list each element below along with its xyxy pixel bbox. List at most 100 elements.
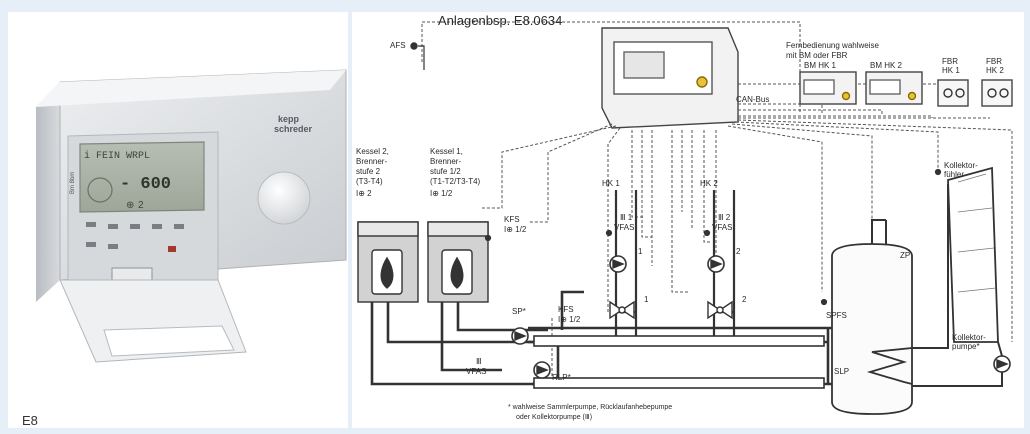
front-button[interactable] bbox=[174, 224, 184, 229]
boiler-2 bbox=[357, 221, 419, 303]
label-spfs: SPFS bbox=[826, 311, 847, 320]
label-fbr-hk2-line2: HK 2 bbox=[986, 66, 1004, 75]
label-boiler-2-line2: Brenner- bbox=[356, 157, 388, 166]
front-button[interactable] bbox=[108, 224, 118, 229]
lcd-top-text: i FEIN WRPL bbox=[84, 150, 150, 162]
schematic-drawing bbox=[357, 21, 1013, 415]
lcd-dial-ring bbox=[87, 177, 113, 203]
hydraulic-schematic-panel: Anlagenbsp. E8.0634 AFS Fernbedienung wa… bbox=[352, 12, 1024, 428]
label-kollektorpumpe-1: Kollektor- bbox=[952, 333, 986, 342]
housing-side bbox=[36, 82, 60, 302]
label-boiler-2-line1: Kessel 2, bbox=[356, 147, 389, 156]
label-boiler-2-line5: I⊕ 2 bbox=[356, 189, 372, 198]
flap-label-window bbox=[103, 325, 235, 357]
sensor-dot-icon bbox=[820, 298, 828, 306]
housing-top bbox=[36, 70, 346, 107]
sensor-dot-icon bbox=[605, 229, 613, 237]
diagram-title: Anlagenbsp. E8.0634 bbox=[438, 13, 563, 28]
figure-caption: E8 bbox=[22, 413, 38, 428]
label-kollektor-fuehler-2: fühler bbox=[944, 170, 965, 179]
heat-exchanger-coil bbox=[866, 347, 913, 385]
storage-tank bbox=[831, 219, 913, 415]
central-controller-unit bbox=[601, 27, 739, 129]
label-kfs-mid-1: KFS bbox=[558, 305, 574, 314]
outdoor-sensor-afs bbox=[410, 42, 425, 70]
remote-fbr-hk1 bbox=[937, 79, 969, 107]
housing-side-label: Bm 8bm bbox=[70, 172, 76, 194]
label-canbus: CAN-Bus bbox=[736, 95, 770, 104]
solar-collector bbox=[912, 166, 1003, 387]
label-hk1-pump-num: 1 bbox=[638, 247, 643, 256]
label-afs: AFS bbox=[390, 41, 406, 50]
front-button[interactable] bbox=[130, 224, 140, 229]
label-sp: SP* bbox=[512, 307, 526, 316]
label-hk2-vfas-1: Ⅲ 2 bbox=[718, 213, 731, 222]
front-button[interactable] bbox=[152, 224, 162, 229]
label-kfs-mid-2: I⊕ 1/2 bbox=[558, 315, 581, 324]
label-hk1: HK 1 bbox=[602, 179, 620, 188]
label-hk1-mixer-num: 1 bbox=[644, 295, 649, 304]
front-buttons bbox=[86, 222, 184, 252]
remote-fbr-hk2 bbox=[981, 79, 1013, 107]
service-indicator bbox=[168, 246, 176, 252]
lcd-symbol-number: 2 bbox=[138, 200, 144, 211]
pump-icon bbox=[533, 361, 551, 379]
label-boiler-2-line4: (T3-T4) bbox=[356, 177, 383, 186]
hydraulic-separator-top bbox=[533, 335, 825, 347]
lcd-symbol: ⊕ bbox=[126, 200, 134, 211]
label-vfas-bottom-1: Ⅲ bbox=[476, 357, 482, 366]
remote-bm-hk1 bbox=[799, 71, 857, 105]
flame-icon bbox=[450, 256, 464, 289]
label-kollektorpumpe-2: pumpe* bbox=[952, 342, 980, 351]
label-hk2-mixer-num: 2 bbox=[742, 295, 747, 304]
boiler-1 bbox=[427, 221, 489, 303]
sensor-dot-icon bbox=[703, 229, 711, 237]
label-vfas-bottom-2: VFAS bbox=[466, 367, 487, 376]
label-bm-hk1: BM HK 1 bbox=[804, 61, 837, 70]
mode-switch-window[interactable] bbox=[111, 267, 153, 281]
rotary-knob[interactable] bbox=[257, 171, 311, 225]
brand-line-1: kepp bbox=[278, 114, 300, 124]
label-hk2-pump-num: 2 bbox=[736, 247, 741, 256]
label-zp: ZP bbox=[900, 251, 911, 260]
label-boiler-1-line2: Brenner- bbox=[430, 157, 462, 166]
label-slp: SLP bbox=[834, 367, 850, 376]
front-button[interactable] bbox=[86, 222, 96, 227]
pump-icon bbox=[707, 255, 725, 273]
pump-icon bbox=[609, 255, 627, 273]
controller-photo-panel: i FEIN WRPL - 600 ⊕ 2 Bm 8bm bbox=[8, 12, 348, 428]
label-kfs-top-2: I⊕ 1/2 bbox=[504, 225, 527, 234]
front-button[interactable] bbox=[86, 242, 96, 247]
label-rlp: RLP* bbox=[552, 373, 571, 382]
label-remote-note-1: Fernbedienung wahlweise bbox=[786, 41, 879, 50]
sensor-dot-icon bbox=[934, 168, 942, 176]
pump-icon bbox=[993, 355, 1011, 373]
label-boiler-1-line5: I⊕ 1/2 bbox=[430, 189, 453, 198]
footnote-line-1: * wahlweise Sammlerpumpe, Rücklaufanhebe… bbox=[508, 404, 673, 411]
remote-bm-hk2 bbox=[865, 71, 923, 105]
hydraulic-separator-bottom bbox=[533, 377, 825, 389]
label-fbr-hk1-line1: FBR bbox=[942, 57, 958, 66]
flame-icon bbox=[380, 256, 394, 289]
status-led-icon bbox=[696, 76, 708, 88]
label-hk1-vfas-2: VFAS bbox=[614, 223, 635, 232]
label-kollektor-fuehler-1: Kollektor- bbox=[944, 161, 978, 170]
label-boiler-1-line4: (T1-T2/T3-T4) bbox=[430, 177, 481, 186]
label-hk2-vfas-2: VFAS bbox=[712, 223, 733, 232]
label-boiler-2-line3: stufe 2 bbox=[356, 167, 381, 176]
front-button[interactable] bbox=[108, 244, 118, 249]
label-kfs-top-1: KFS bbox=[504, 215, 520, 224]
footnote-line-2: oder Kollektorpumpe (Ⅲ) bbox=[516, 414, 593, 421]
label-bm-hk2: BM HK 2 bbox=[870, 61, 903, 70]
label-remote-note-2: mit BM oder FBR bbox=[786, 51, 848, 60]
pump-icon bbox=[511, 327, 529, 345]
label-hk1-vfas-1: Ⅲ 1 bbox=[620, 213, 633, 222]
label-fbr-hk1-line2: HK 1 bbox=[942, 66, 960, 75]
label-hk2: HK 2 bbox=[700, 179, 718, 188]
mixing-valve-icon bbox=[707, 300, 733, 320]
sensor-dot-icon bbox=[484, 234, 492, 242]
brand-line-2: schreder bbox=[274, 124, 313, 134]
label-fbr-hk2-line1: FBR bbox=[986, 57, 1002, 66]
mixing-valve-icon bbox=[609, 300, 635, 320]
